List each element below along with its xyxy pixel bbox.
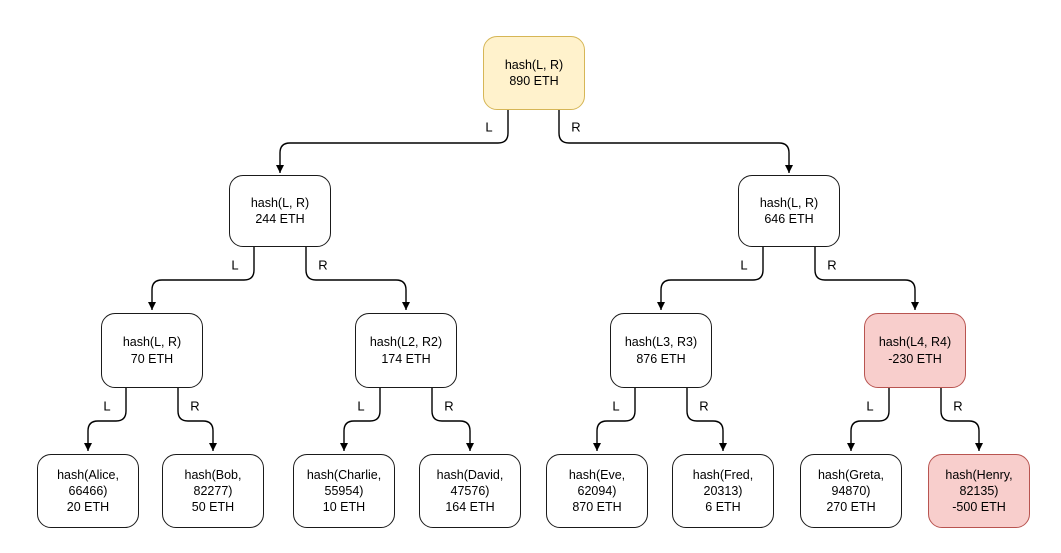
- edge-root-to-right: [558, 110, 793, 173]
- edge-to-leaf-bob: [177, 388, 217, 451]
- edge-left-to-left-left: [148, 247, 255, 310]
- node-hash-label: hash(L3, R3): [624, 335, 698, 350]
- node-eth-value: 270 ETH: [826, 500, 876, 515]
- node-eth-value: -500 ETH: [952, 500, 1006, 515]
- edge-to-leaf-greta: [847, 388, 890, 451]
- edge-label-l: L: [866, 398, 874, 414]
- node-right: hash(L, R) 646 ETH: [738, 175, 840, 247]
- node-eth-value: 6 ETH: [705, 500, 741, 515]
- leaf-greta: hash(Greta, 94870) 270 ETH: [800, 454, 902, 528]
- node-eth-value: 174 ETH: [381, 351, 431, 366]
- edge-label-r: R: [571, 119, 581, 135]
- edge-label-r: R: [444, 398, 454, 414]
- edge-to-leaf-henry: [940, 388, 983, 451]
- node-hash-label: hash(L4, R4): [878, 335, 952, 350]
- edge-label-l: L: [485, 119, 493, 135]
- node-left: hash(L, R) 244 ETH: [229, 175, 331, 247]
- node-hash-label: hash(Henry, 82135): [945, 467, 1013, 498]
- edge-label-r: R: [699, 398, 709, 414]
- node-hash-label: hash(Fred, 20313): [692, 467, 754, 498]
- node-hash-label: hash(Bob, 82277): [184, 467, 242, 498]
- node-eth-value: 646 ETH: [764, 212, 814, 226]
- leaf-eve: hash(Eve, 62094) 870 ETH: [546, 454, 648, 528]
- edge-label-r: R: [953, 398, 963, 414]
- edge-label-l: L: [357, 398, 365, 414]
- edge-label-l: L: [103, 398, 111, 414]
- node-left-right: hash(L2, R2) 174 ETH: [355, 313, 457, 388]
- edge-label-r: R: [190, 398, 200, 414]
- node-hash-label: hash(L, R): [504, 57, 564, 72]
- node-hash-label: hash(David, 47576): [436, 467, 504, 498]
- leaf-bob: hash(Bob, 82277) 50 ETH: [162, 454, 264, 528]
- leaf-henry: hash(Henry, 82135) -500 ETH: [928, 454, 1030, 528]
- node-eth-value: 244 ETH: [255, 212, 305, 226]
- edge-left-to-left-right: [305, 247, 410, 310]
- edge-to-leaf-david: [431, 388, 474, 451]
- edge-label-l: L: [740, 257, 748, 273]
- node-eth-value: -230 ETH: [888, 351, 942, 366]
- edge-label-l: L: [612, 398, 620, 414]
- leaf-charlie: hash(Charlie, 55954) 10 ETH: [293, 454, 395, 528]
- node-right-left: hash(L3, R3) 876 ETH: [610, 313, 712, 388]
- node-hash-label: hash(Greta, 94870): [817, 467, 884, 498]
- node-hash-label: hash(L, R): [759, 195, 819, 210]
- edge-label-r: R: [827, 257, 837, 273]
- node-eth-value: 890 ETH: [509, 74, 559, 88]
- leaf-david: hash(David, 47576) 164 ETH: [419, 454, 521, 528]
- leaf-alice: hash(Alice, 66466) 20 ETH: [37, 454, 139, 528]
- node-eth-value: 164 ETH: [445, 500, 495, 515]
- node-root: hash(L, R) 890 ETH: [483, 36, 585, 110]
- node-left-left: hash(L, R) 70 ETH: [101, 313, 203, 388]
- edge-to-leaf-fred: [686, 388, 727, 451]
- edge-right-to-right-left: [657, 247, 764, 310]
- leaf-fred: hash(Fred, 20313) 6 ETH: [672, 454, 774, 528]
- node-hash-label: hash(Charlie, 55954): [306, 467, 382, 498]
- node-hash-label: hash(L, R): [122, 335, 182, 350]
- node-eth-value: 50 ETH: [191, 500, 235, 515]
- node-hash-label: hash(L, R): [250, 195, 310, 210]
- edge-root-to-left: [276, 110, 509, 173]
- node-eth-value: 20 ETH: [66, 500, 110, 515]
- node-right-right: hash(L4, R4) -230 ETH: [864, 313, 966, 388]
- node-hash-label: hash(L2, R2): [369, 335, 443, 350]
- edge-label-r: R: [318, 257, 328, 273]
- edge-label-l: L: [231, 257, 239, 273]
- edge-to-leaf-alice: [84, 388, 127, 451]
- edge-right-to-right-right: [814, 247, 919, 310]
- node-eth-value: 870 ETH: [572, 500, 622, 515]
- node-eth-value: 70 ETH: [130, 351, 174, 366]
- edge-to-leaf-eve: [593, 388, 636, 451]
- node-hash-label: hash(Alice, 66466): [57, 467, 119, 498]
- node-hash-label: hash(Eve, 62094): [568, 467, 626, 498]
- edge-to-leaf-charlie: [340, 388, 381, 451]
- node-eth-value: 10 ETH: [322, 500, 366, 515]
- node-eth-value: 876 ETH: [636, 351, 686, 366]
